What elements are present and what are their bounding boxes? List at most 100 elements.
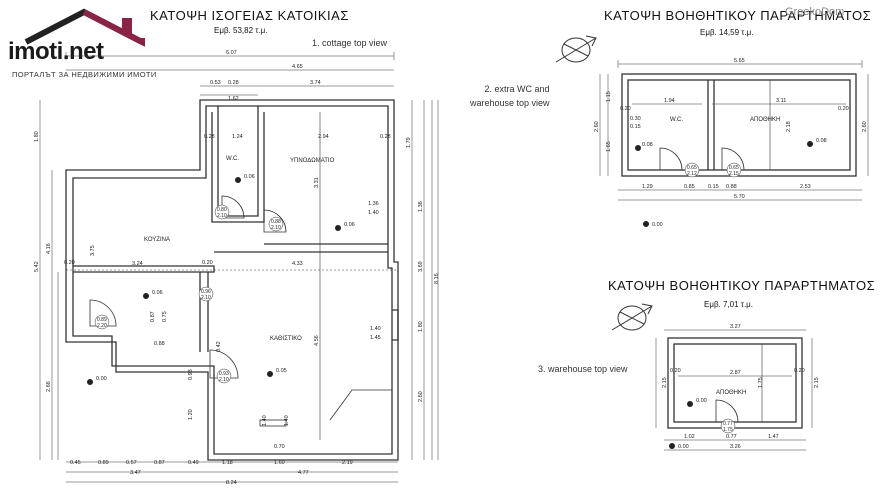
dim-text: 2.60 xyxy=(862,121,868,132)
dim-text: 5.65 xyxy=(734,58,745,64)
dim-text: 3.11 xyxy=(776,98,786,104)
svg-text:2.20: 2.20 xyxy=(97,323,107,329)
warehouse-walls xyxy=(667,337,803,429)
plan-wc-note: 2. extra WC and warehouse top view xyxy=(470,84,550,108)
dim-text: 0.30 xyxy=(630,116,641,122)
svg-text:0.65: 0.65 xyxy=(729,165,739,171)
dim-text: 0.49 xyxy=(188,460,199,466)
wc-walls xyxy=(621,73,857,177)
svg-text:0.96: 0.96 xyxy=(201,289,211,295)
dim-text: 4.65 xyxy=(292,64,303,70)
svg-text:0.89: 0.89 xyxy=(97,317,107,323)
dim-text: 0.87 xyxy=(154,460,165,466)
dim-text: 2.15 xyxy=(662,377,668,388)
opening-text: 0.80 xyxy=(217,207,227,213)
level-text: 0.05 xyxy=(276,368,287,374)
room-label-storage: ΑΠΟΘΗΚΗ xyxy=(750,117,780,123)
room-label-warehouse: ΑΠΟΘΗΚΗ xyxy=(716,390,746,396)
svg-text:1.75: 1.75 xyxy=(723,427,733,433)
svg-text:0.88: 0.88 xyxy=(271,219,281,225)
dim-text: 1.40 xyxy=(284,415,290,426)
level-text: 0.00 xyxy=(696,398,707,404)
dim-text: 3.75 xyxy=(90,245,96,256)
dim-text: 1.79 xyxy=(406,137,412,148)
dim-text: 8.24 xyxy=(226,480,237,486)
dim-text: 0.88 xyxy=(726,184,737,190)
dim-text: 0.15 xyxy=(630,124,641,130)
dim-text: 0.93 xyxy=(188,369,194,380)
dim-text: 0.15 xyxy=(708,184,719,190)
dim-text: 1.94 xyxy=(664,98,675,104)
dim-text: 0.57 xyxy=(126,460,137,466)
plan-main-area: Εμβ. 53,82 τ.μ. xyxy=(214,26,268,35)
dim-text: 1.18 xyxy=(222,460,233,466)
dim-text: 1.80 xyxy=(418,321,424,332)
room-label-kitchen: ΚΟΥΖΙΝΑ xyxy=(144,237,170,243)
dim-text: 4.56 xyxy=(314,335,320,346)
dim-text: 3.69 xyxy=(418,261,424,272)
dim-text: 3.47 xyxy=(130,470,141,476)
dim-text: 0.88 xyxy=(154,341,165,347)
svg-text:2.10: 2.10 xyxy=(219,377,229,383)
compass-icon xyxy=(555,35,597,63)
watermark: GreekoDom xyxy=(785,6,845,18)
dim-text: 4.77 xyxy=(298,470,309,476)
dim-text: 0.20 xyxy=(202,260,213,266)
dim-text: 0.53 xyxy=(210,80,221,86)
dim-text: 4.16 xyxy=(46,243,52,254)
level-text: 0.06 xyxy=(244,174,255,180)
dim-text: 5.70 xyxy=(734,194,745,200)
dim-text: 2.60 xyxy=(418,391,424,402)
level-text: 0.08 xyxy=(642,142,653,148)
dim-text: 0.20 xyxy=(64,260,75,266)
dim-text: 3.31 xyxy=(314,177,320,188)
dim-text: 2.66 xyxy=(46,381,52,392)
dim-text: 0.20 xyxy=(838,106,849,112)
dim-text: 2.87 xyxy=(730,370,741,376)
dim-text: 0.70 xyxy=(274,444,285,450)
dim-text: 5.42 xyxy=(34,261,40,272)
svg-text:0.77: 0.77 xyxy=(723,421,733,427)
main-doors xyxy=(89,195,287,379)
dim-text: 0.20 xyxy=(620,106,631,112)
wc-doors xyxy=(659,147,745,171)
dim-text: 1.20 xyxy=(188,409,194,420)
dim-text: 3.74 xyxy=(310,80,321,86)
dim-text: 6.07 xyxy=(226,50,237,56)
house-roof-icon xyxy=(24,8,145,47)
room-label-bedroom: ΥΠΝΟΔΩΜΑΤΙΟ xyxy=(290,158,335,164)
dim-text: 1.62 xyxy=(228,96,239,102)
dim-text: 1.24 xyxy=(232,134,243,140)
opening-tags: 0.802.10 0.882.10 0.962.10 0.892.20 0.93… xyxy=(94,204,284,384)
dim-text: 1.65 xyxy=(606,141,612,152)
dim-text: 0.28 xyxy=(204,134,215,140)
svg-text:2.10: 2.10 xyxy=(217,213,227,219)
dim-text: 1.36 xyxy=(418,201,424,212)
plan-warehouse-note: 3. warehouse top view xyxy=(538,364,628,374)
dim-text: 3.24 xyxy=(132,261,143,267)
level-text: 0.08 xyxy=(816,138,827,144)
dim-text: 0.89 xyxy=(98,460,109,466)
dim-text: 0.75 xyxy=(162,311,168,322)
dim-text: 2.19 xyxy=(342,460,353,466)
room-label-wc2: W.C. xyxy=(670,117,683,123)
dim-text: 2.60 xyxy=(594,121,600,132)
dim-text: 2.94 xyxy=(318,134,329,140)
svg-text:2.10: 2.10 xyxy=(271,225,281,231)
brand-tagline: ПОРТАЛЪТ ЗА НЕДВИЖИМИ ИМОТИ xyxy=(12,70,157,79)
svg-text:2.12: 2.12 xyxy=(687,171,697,177)
dim-text: 3.27 xyxy=(730,324,741,330)
dim-text: 0.42 xyxy=(216,341,222,352)
warehouse-door xyxy=(715,399,739,423)
level-text: 0.00 xyxy=(96,376,107,382)
plan-main-title: ΚΑΤΟΨΗ ΙΣΟΓΕΙΑΣ ΚΑΤΟΙΚΙΑΣ xyxy=(150,8,349,23)
dim-text: 0.45 xyxy=(70,460,81,466)
dim-text: 1.40 xyxy=(370,326,381,332)
level-markers xyxy=(87,141,813,449)
dim-text: 1.36 xyxy=(368,201,379,207)
plan-warehouse-title: ΚΑΤΟΨΗ ΒΟΗΘΗΤΙΚΟΥ ΠΑΡΑΡΤΗΜΑΤΟΣ xyxy=(608,278,876,293)
dim-text: 2.15 xyxy=(814,377,820,388)
dim-text: 0.20 xyxy=(670,368,681,374)
dim-text: 1.75 xyxy=(758,377,764,388)
